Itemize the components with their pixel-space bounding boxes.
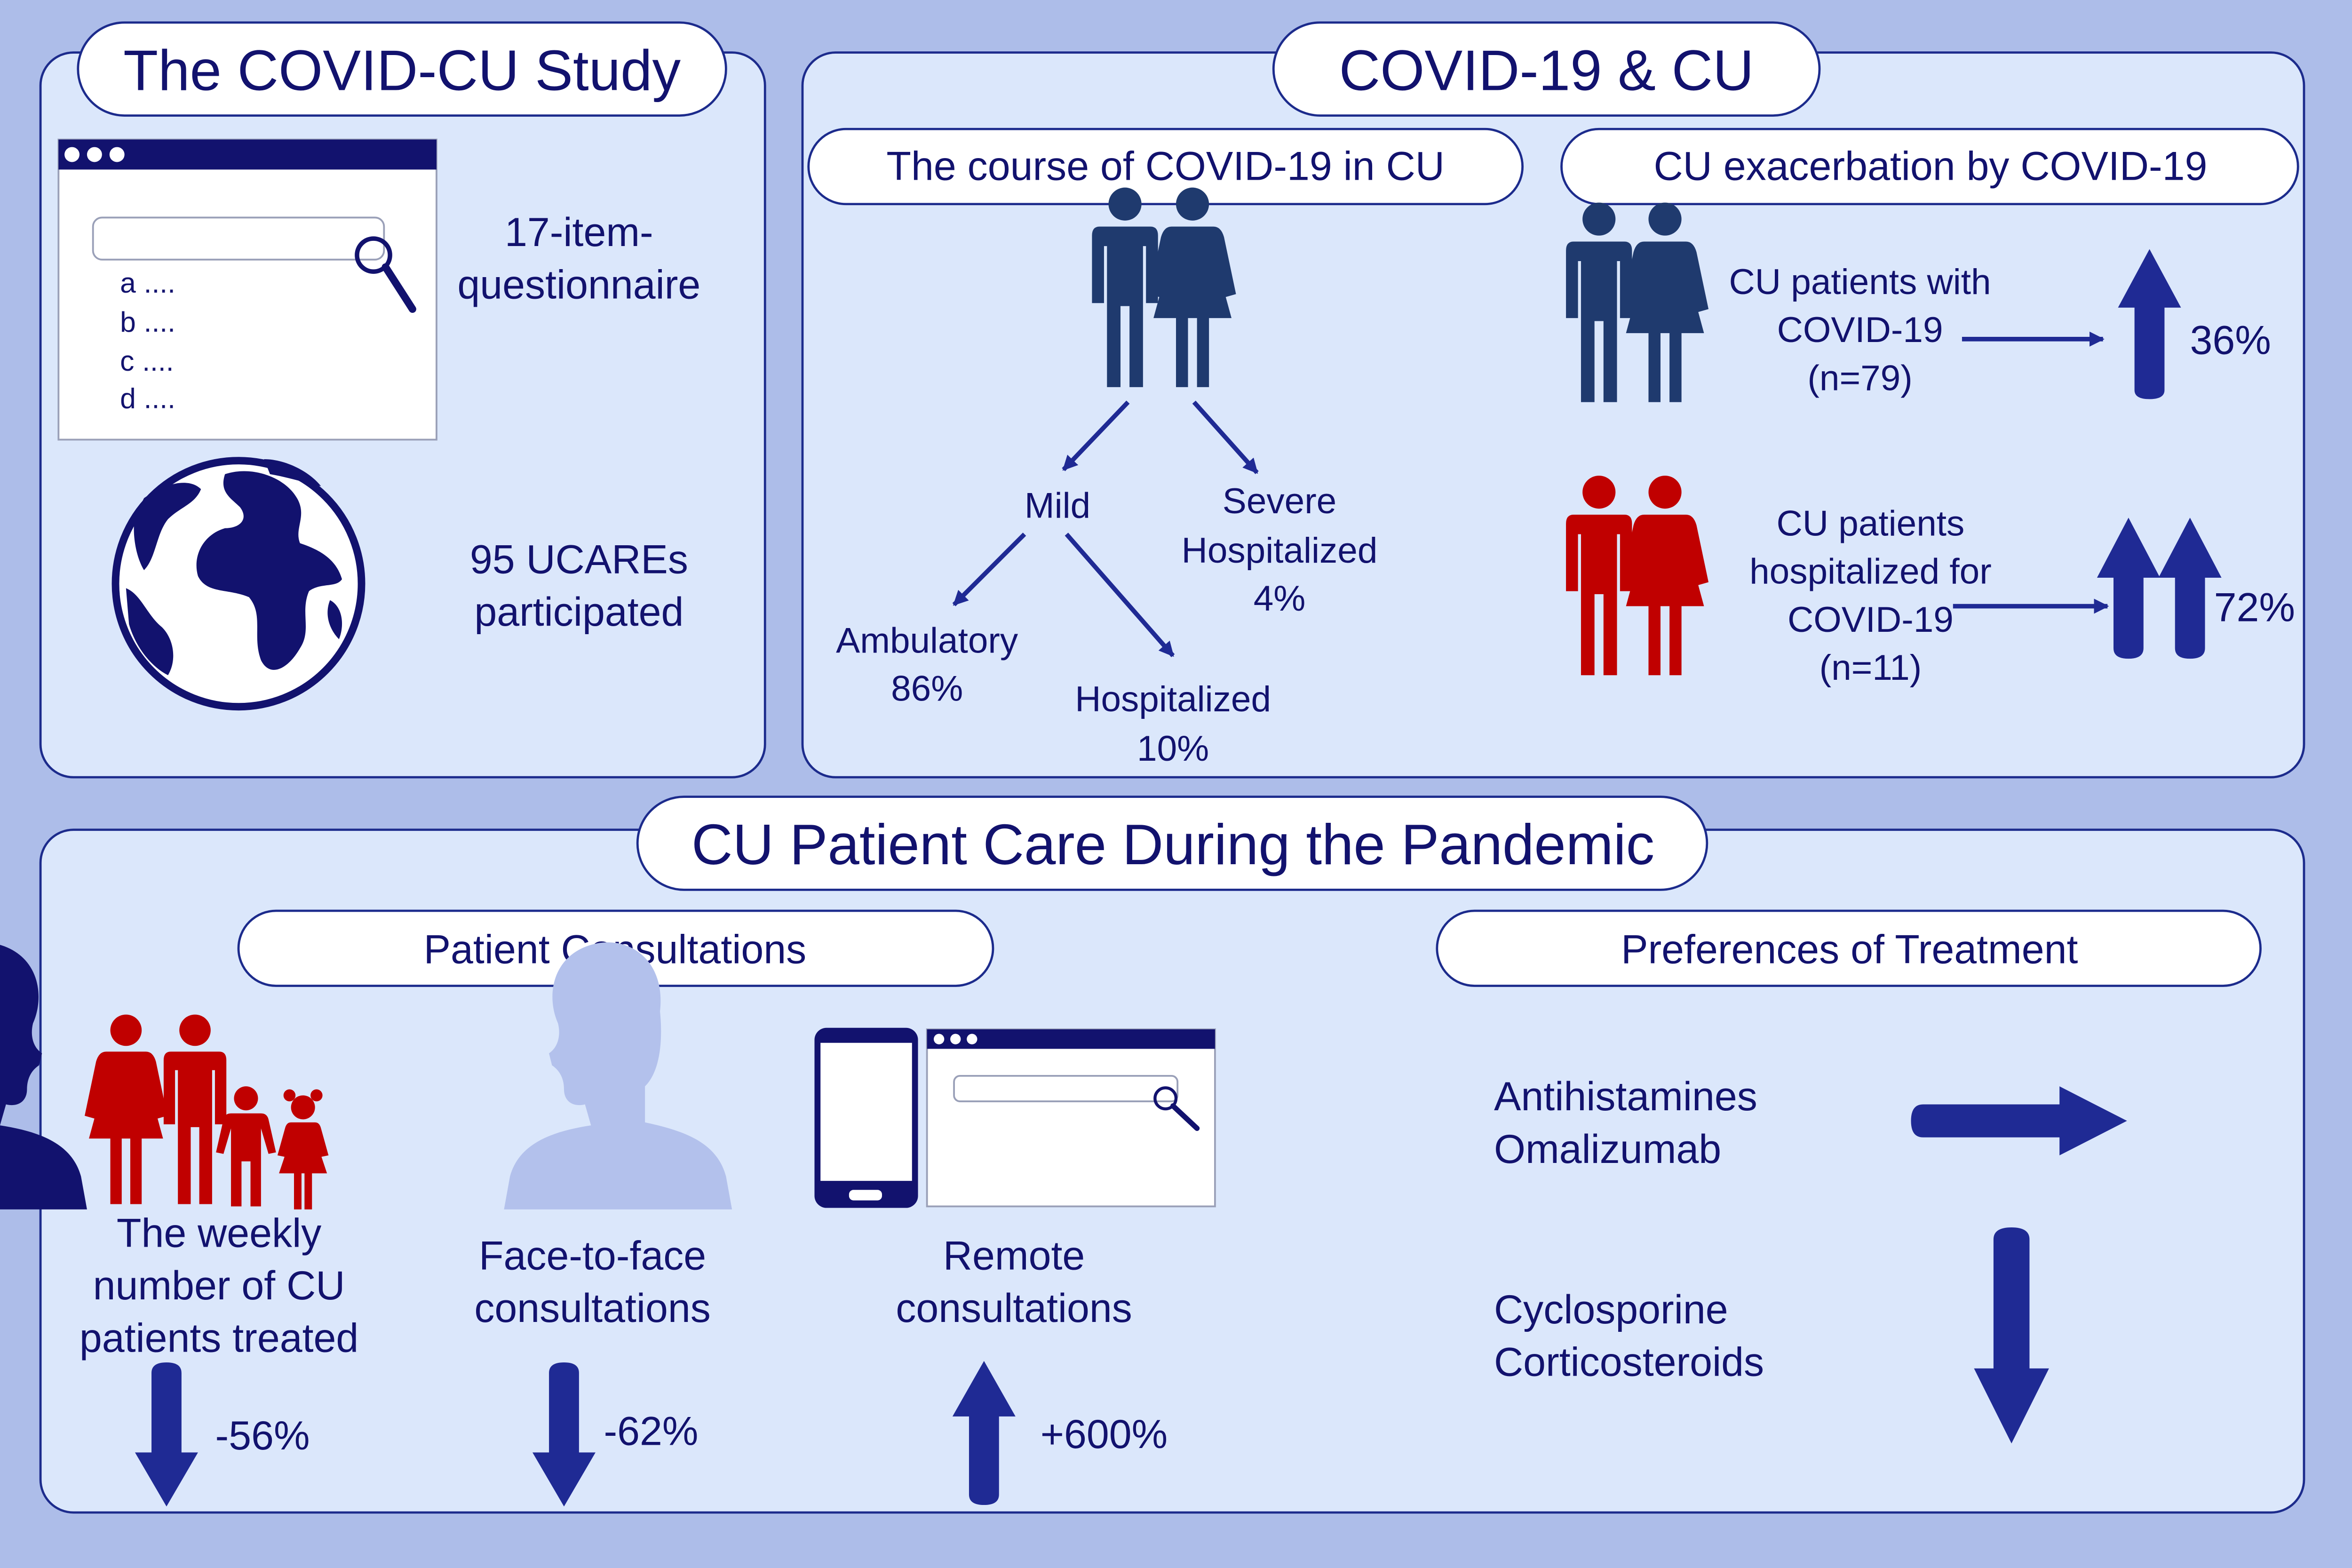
decrease-arrow-icon — [1974, 1227, 2049, 1444]
group2-line4: (n=11) — [1820, 648, 1922, 688]
questionnaire-line: a .... — [120, 267, 175, 299]
right-arrow-icon — [1911, 1086, 2127, 1155]
hospitalized-label: Hospitalized — [1075, 679, 1271, 719]
covid-cu-title-pill — [1272, 21, 1821, 117]
weekly-percent: -56% — [215, 1413, 310, 1458]
questionnaire-window-icon: a .... b .... c .... d .... — [57, 138, 437, 441]
face-percent: -62% — [604, 1409, 698, 1454]
increase-arrow-icon — [952, 1361, 1016, 1505]
arrow-to-ambulatory — [952, 533, 1026, 606]
weekly-line2: number of CU — [93, 1263, 345, 1308]
group1-percent: 36% — [2190, 318, 2271, 363]
weekly-line1: The weekly — [117, 1210, 321, 1256]
decreased-line1: Cyclosporine — [1494, 1287, 1728, 1332]
remote-line2: consultations — [896, 1286, 1132, 1331]
remote-percent: +600% — [1041, 1412, 1168, 1457]
stable-line2: Omalizumab — [1494, 1127, 1721, 1172]
ambulatory-percent: 86% — [891, 669, 963, 708]
face-line1: Face-to-face — [479, 1233, 706, 1278]
magnifier-icon — [355, 236, 416, 313]
exacerbation-title-pill — [1560, 127, 2299, 206]
browser-window-icon — [926, 1028, 1216, 1208]
questionnaire-line: d .... — [120, 382, 175, 414]
hospitalized-percent: 10% — [1137, 729, 1209, 769]
weekly-line3: patients treated — [79, 1316, 358, 1361]
group2-line2: hospitalized for — [1749, 552, 1992, 592]
ucare-label-line2: participated — [474, 589, 683, 635]
globe-icon — [111, 457, 366, 711]
double-increase-arrow-icon — [2097, 517, 2222, 659]
mild-label: Mild — [1025, 486, 1090, 525]
group1-line3: (n=79) — [1807, 358, 1912, 398]
study-title-pill — [77, 21, 727, 117]
decreased-line2: Corticosteroids — [1494, 1340, 1764, 1385]
course-title: The course of COVID-19 in CU — [886, 144, 1444, 189]
questionnaire-line: c .... — [120, 345, 174, 377]
group2-line3: COVID-19 — [1788, 600, 1954, 640]
decrease-arrow-icon — [135, 1362, 198, 1507]
covid-cu-title: COVID-19 & CU — [1339, 38, 1754, 102]
exacerbation-title: CU exacerbation by COVID-19 — [1653, 144, 2207, 189]
smartphone-icon — [814, 1027, 918, 1208]
remote-line1: Remote — [943, 1233, 1085, 1278]
severe-percent: 4% — [1254, 579, 1306, 619]
face-line2: consultations — [474, 1286, 710, 1331]
covid-cu-panel: COVID-19 & CU The course of COVID-19 in … — [801, 21, 2305, 779]
severe-label-line1: Severe — [1223, 481, 1336, 521]
decrease-arrow-icon — [532, 1362, 596, 1507]
care-title-pill — [636, 796, 1708, 891]
treatment-title: Preferences of Treatment — [1621, 927, 2078, 972]
arrow-to-mild — [1062, 400, 1130, 471]
care-title: CU Patient Care During the Pandemic — [691, 812, 1654, 876]
ucare-label-line1: 95 UCAREs — [470, 537, 688, 582]
study-panel: The COVID-CU Study a .... b .... c .... … — [39, 21, 766, 779]
increase-arrow-icon — [2118, 249, 2181, 399]
study-title: The COVID-CU Study — [123, 38, 681, 102]
care-panel: CU Patient Care During the Pandemic Pati… — [0, 796, 2305, 1514]
questionnaire-label-line2: questionnaire — [457, 263, 700, 308]
search-magnifier-icon — [1170, 1103, 1200, 1131]
course-title-pill — [807, 127, 1524, 206]
group2-percent: 72% — [2214, 585, 2295, 630]
treatment-title-pill — [1436, 909, 2262, 987]
course-tree-arrows — [952, 400, 1259, 657]
arrow-to-severe — [1192, 400, 1259, 474]
group2-line1: CU patients — [1777, 504, 1965, 544]
questionnaire-line: b .... — [120, 306, 175, 338]
severe-label-line2: Hospitalized — [1182, 531, 1378, 571]
group1-line2: COVID-19 — [1777, 310, 1943, 350]
questionnaire-label-line1: 17-item- — [505, 210, 653, 255]
arrow-to-hospitalized — [1065, 533, 1175, 657]
stable-line1: Antihistamines — [1494, 1074, 1757, 1119]
ambulatory-label: Ambulatory — [836, 621, 1018, 661]
group1-line1: CU patients with — [1729, 262, 1991, 302]
